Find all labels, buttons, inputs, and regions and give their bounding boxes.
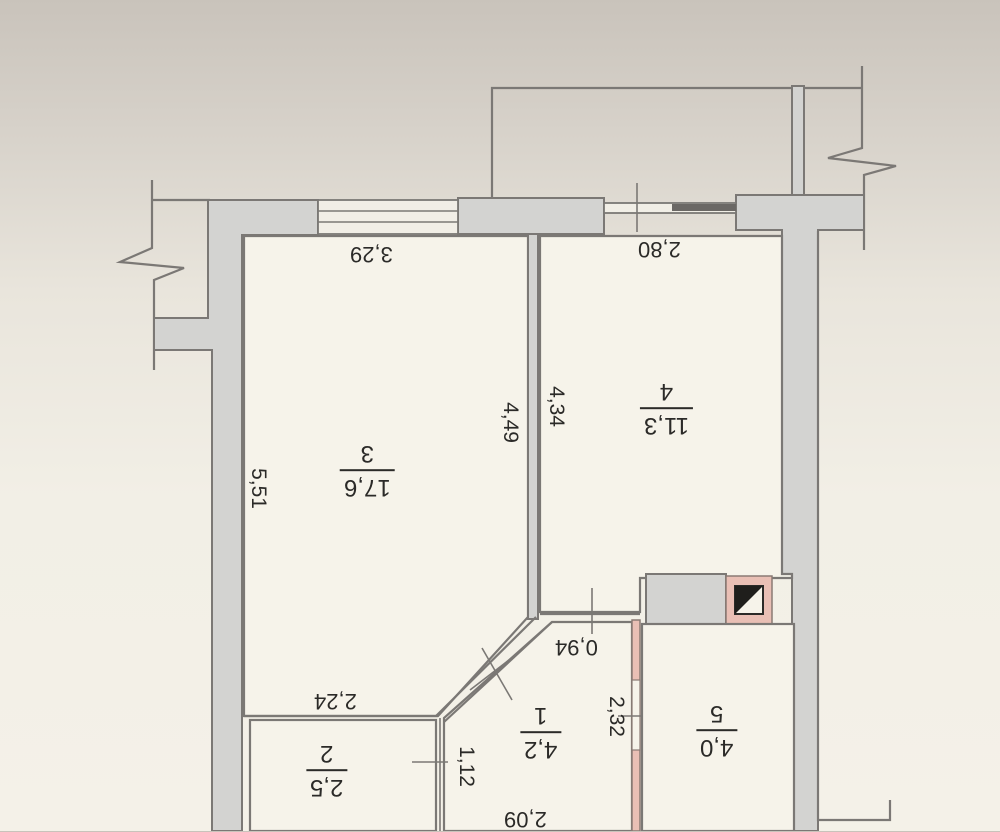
room-4: [538, 234, 794, 614]
room-3: [242, 234, 530, 718]
dimension-room3-left: 5,51: [246, 468, 270, 509]
room-5: [640, 622, 796, 831]
dimension-room3-top: 3,29: [350, 242, 393, 267]
dimension-wc-door: 1,12: [454, 746, 478, 787]
dimension-room4-left: 4,34: [544, 386, 568, 427]
room-1-number: 1: [534, 702, 548, 730]
dimension-corridor-top: 0,94: [555, 635, 598, 660]
dimension-bath-door: 2,32: [604, 696, 628, 737]
room-3-label: 17,6 3: [340, 440, 395, 502]
ventilation-shaft-icon: [725, 575, 773, 627]
room-1-label: 4,2 1: [520, 702, 562, 764]
room-3-area: 17,6: [340, 469, 395, 502]
room-2-number: 2: [320, 740, 334, 768]
room-2-label: 2,5 2: [306, 740, 348, 802]
room-4-number: 4: [659, 378, 674, 406]
wall-break-icon: [115, 180, 210, 370]
balcony: [490, 85, 862, 200]
balcony-door-room-4: [603, 183, 737, 232]
room-2: [248, 718, 438, 831]
diagonal-partition: [435, 616, 553, 723]
dimension-room3-bottom: 2,24: [314, 689, 357, 714]
room-3-number: 3: [360, 440, 375, 468]
dimension-corridor-bottom: 2,09: [504, 807, 547, 832]
room-2-area: 2,5: [306, 769, 348, 802]
kitchen-column: [645, 573, 727, 625]
room-5-area: 4,0: [696, 729, 738, 762]
wall-break-icon: [827, 66, 897, 250]
room-5-number: 5: [710, 700, 724, 728]
room-5-label: 4,0 5: [696, 700, 738, 762]
window-room-3: [317, 199, 459, 235]
dimension-room4-top: 2,80: [638, 237, 681, 262]
room-4-label: 11,3 4: [640, 378, 693, 440]
room-1: [442, 620, 634, 831]
room-4-area: 11,3: [640, 407, 693, 440]
dimension-room3-right: 4,49: [498, 402, 522, 443]
room-1-area: 4,2: [520, 731, 562, 764]
